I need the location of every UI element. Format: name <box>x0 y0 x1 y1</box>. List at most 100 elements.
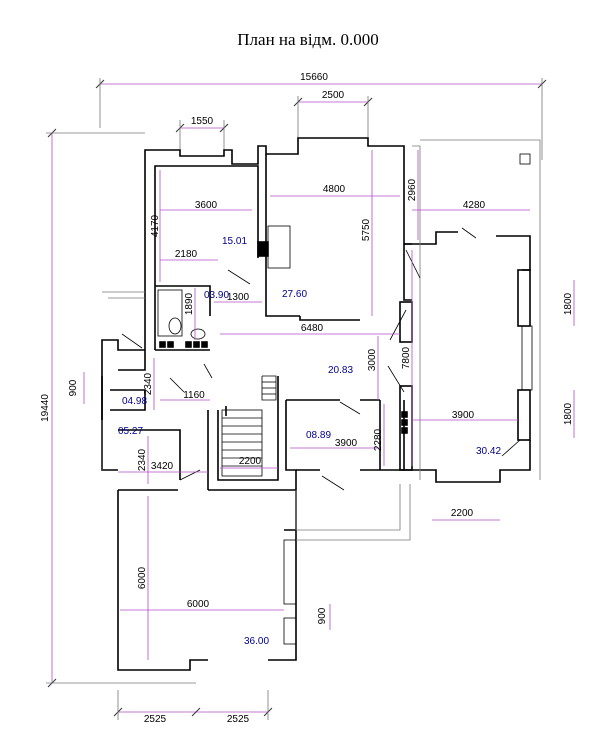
vent <box>159 341 166 348</box>
porch-line <box>295 484 401 531</box>
room-area-hall: 20.83 <box>328 365 353 376</box>
dim-3420: 3420 <box>151 461 174 472</box>
door-leaf <box>227 269 251 285</box>
dim-6000-horizontal: 6000 <box>187 599 210 610</box>
vent <box>167 341 174 348</box>
dim-1550: 1550 <box>191 116 214 127</box>
wall-right-wing-top <box>404 231 458 245</box>
room-area-storage: 05.27 <box>118 426 143 437</box>
vent <box>401 419 408 426</box>
room-area-office: 08.89 <box>306 430 331 441</box>
dim-1890: 1890 <box>184 292 195 315</box>
dim-2280: 2280 <box>373 428 384 451</box>
dim-1160: 1160 <box>183 390 205 401</box>
dim-2340-top: 2340 <box>143 372 154 395</box>
room-area-vestibule: 04.98 <box>122 396 147 407</box>
sink <box>190 328 206 340</box>
toilet <box>168 317 182 335</box>
dim-1800-bottom: 1800 <box>563 402 574 425</box>
walls <box>101 137 541 671</box>
dim-6480: 6480 <box>301 323 324 334</box>
room-areas: 15.01 03.90 27.60 20.83 04.98 05.27 08.8… <box>118 236 501 647</box>
door-leaf <box>389 309 407 341</box>
dim-2525-left: 2525 <box>144 714 167 725</box>
window-garage <box>283 539 297 605</box>
staircase <box>221 375 277 477</box>
bay-pier-top <box>517 269 531 327</box>
wall-bath <box>155 285 211 316</box>
dim-3900-mid: 3900 <box>335 438 358 449</box>
vent <box>193 341 200 348</box>
dim-2200-stair: 2200 <box>239 456 262 467</box>
dim-overall-height: 19440 <box>40 394 51 422</box>
door-leaf <box>501 439 521 457</box>
wall-stair <box>217 376 279 481</box>
door-leaf <box>387 365 405 393</box>
room-area-bedroom: 15.01 <box>222 236 247 247</box>
door-leaf <box>179 469 201 481</box>
wall-small-room <box>118 429 181 480</box>
dim-7800: 7800 <box>401 346 412 369</box>
dim-overall-width: 15660 <box>300 72 328 83</box>
dim-2500: 2500 <box>322 90 345 101</box>
door-leaf <box>121 333 143 349</box>
terrace-inner <box>412 145 421 480</box>
window-garage <box>283 617 297 645</box>
dim-4800: 4800 <box>323 184 346 195</box>
wall-entry-step <box>118 350 146 371</box>
dim-4170: 4170 <box>150 214 161 237</box>
door-leaf <box>461 227 477 239</box>
dim-3900-right: 3900 <box>452 410 475 421</box>
vent <box>401 411 408 418</box>
dim-2525-right: 2525 <box>227 714 250 725</box>
dim-4280: 4280 <box>463 200 486 211</box>
dim-3000: 3000 <box>367 348 378 371</box>
dim-1300: 1300 <box>227 292 250 303</box>
outer-wall-upper <box>144 137 412 350</box>
interior-dimension-lines <box>83 150 575 660</box>
room-area-garage: 36.00 <box>244 636 269 647</box>
room-area-living: 27.60 <box>282 289 307 300</box>
dim-3600: 3600 <box>195 200 218 211</box>
door-leaf <box>203 363 213 379</box>
dim-tick <box>191 707 201 717</box>
wall-hall <box>285 400 297 530</box>
wall-stub <box>399 301 413 343</box>
door-leaf <box>169 377 185 393</box>
dim-6000-vertical: 6000 <box>137 566 148 589</box>
column <box>519 153 531 165</box>
dim-2200-right: 2200 <box>451 508 474 519</box>
inner-wall-bedroom <box>154 165 259 350</box>
door-leaf <box>321 475 345 491</box>
bay-window <box>521 325 533 391</box>
room-area-bathroom: 03.90 <box>204 290 229 301</box>
dim-5750: 5750 <box>361 218 372 241</box>
inner-wall-living <box>265 154 300 317</box>
plan-title: План на відм. 0.000 <box>237 30 379 49</box>
fireplace <box>267 225 291 269</box>
wall-garage-right <box>268 529 297 661</box>
wall-left-entry <box>101 339 145 471</box>
wall-right-partition <box>403 244 412 301</box>
vent <box>185 341 192 348</box>
dim-1800-top: 1800 <box>563 292 574 315</box>
overall-dimensions: 15660 19440 2500 1550 <box>40 72 547 725</box>
wall-bay-top <box>496 235 531 271</box>
terrace-outline <box>420 139 541 480</box>
porch-line <box>296 484 411 541</box>
vent <box>201 341 208 348</box>
dim-900-left: 900 <box>68 379 79 396</box>
dim-2180: 2180 <box>175 249 198 260</box>
wall-small-room <box>110 389 146 411</box>
dim-2960: 2960 <box>407 178 418 201</box>
vent <box>401 427 408 434</box>
chimney <box>257 241 269 257</box>
wall-living-bottom <box>299 316 360 321</box>
wall-garage-left <box>117 490 208 671</box>
door-leaf <box>339 401 361 415</box>
door-leaf <box>405 249 421 279</box>
bay-pier-bottom <box>517 389 531 441</box>
interior-dimensions: 3600 4170 2180 1890 1300 4800 5750 2960 … <box>68 178 574 624</box>
